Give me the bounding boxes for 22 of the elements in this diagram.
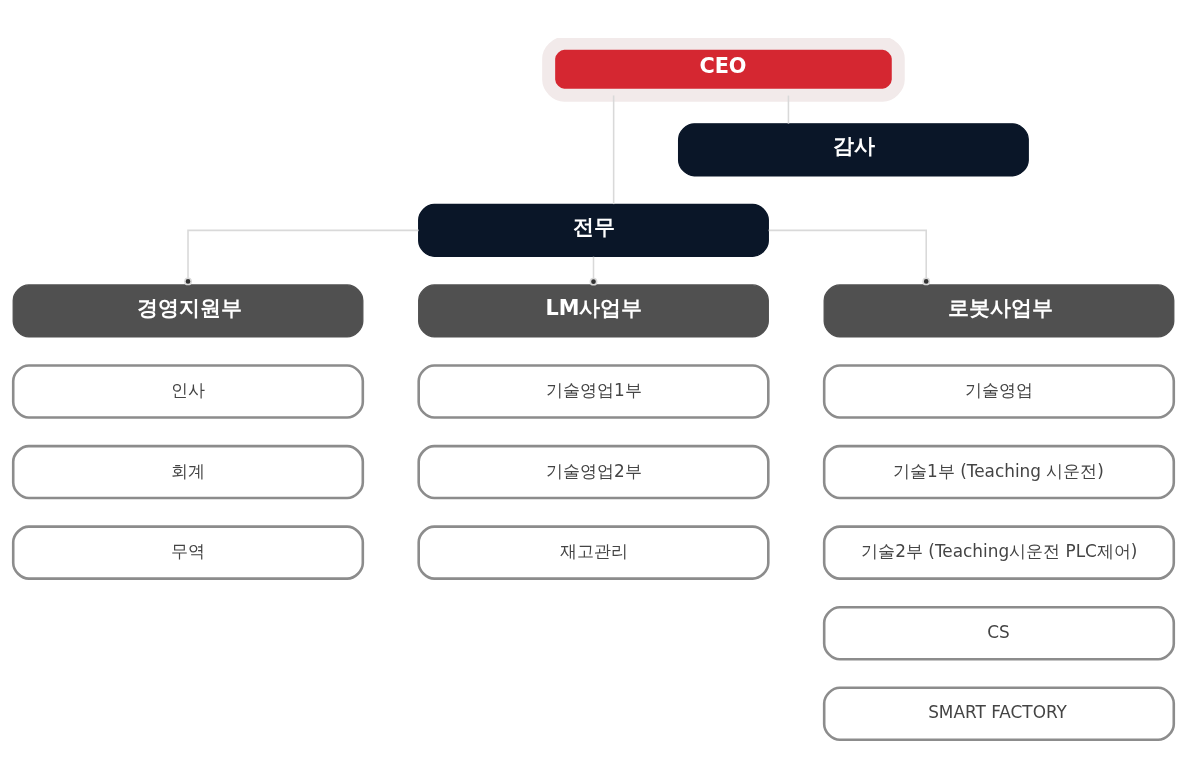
connector <box>612 94 615 205</box>
node-box: 로봇사업부 <box>823 284 1175 338</box>
connector <box>767 229 931 286</box>
node-box: 회계 <box>11 444 365 500</box>
node-box: 감사 <box>678 123 1029 177</box>
node-box: 재고관리 <box>417 525 770 580</box>
node-box: CS <box>822 605 1176 661</box>
node-box: LM사업부 <box>418 284 769 338</box>
connector <box>589 255 598 286</box>
node-box: 기술영업2부 <box>417 444 770 500</box>
node-box: 기술2부 (Teaching시운전 PLC제어) <box>822 525 1176 580</box>
node-box: 무역 <box>11 525 365 580</box>
node-box: SMART FACTORY <box>822 686 1176 742</box>
node-box: CEO <box>542 38 905 102</box>
connector <box>184 229 420 286</box>
node-box: 전무 <box>418 203 769 257</box>
connector <box>787 94 790 125</box>
node-box: 기술1부 (Teaching 시운전) <box>822 444 1176 500</box>
node-box: 기술영업 <box>822 364 1176 419</box>
node-box: 경영지원부 <box>12 284 364 338</box>
node-box: 인사 <box>11 364 365 419</box>
node-box: 기술영업1부 <box>417 364 770 419</box>
